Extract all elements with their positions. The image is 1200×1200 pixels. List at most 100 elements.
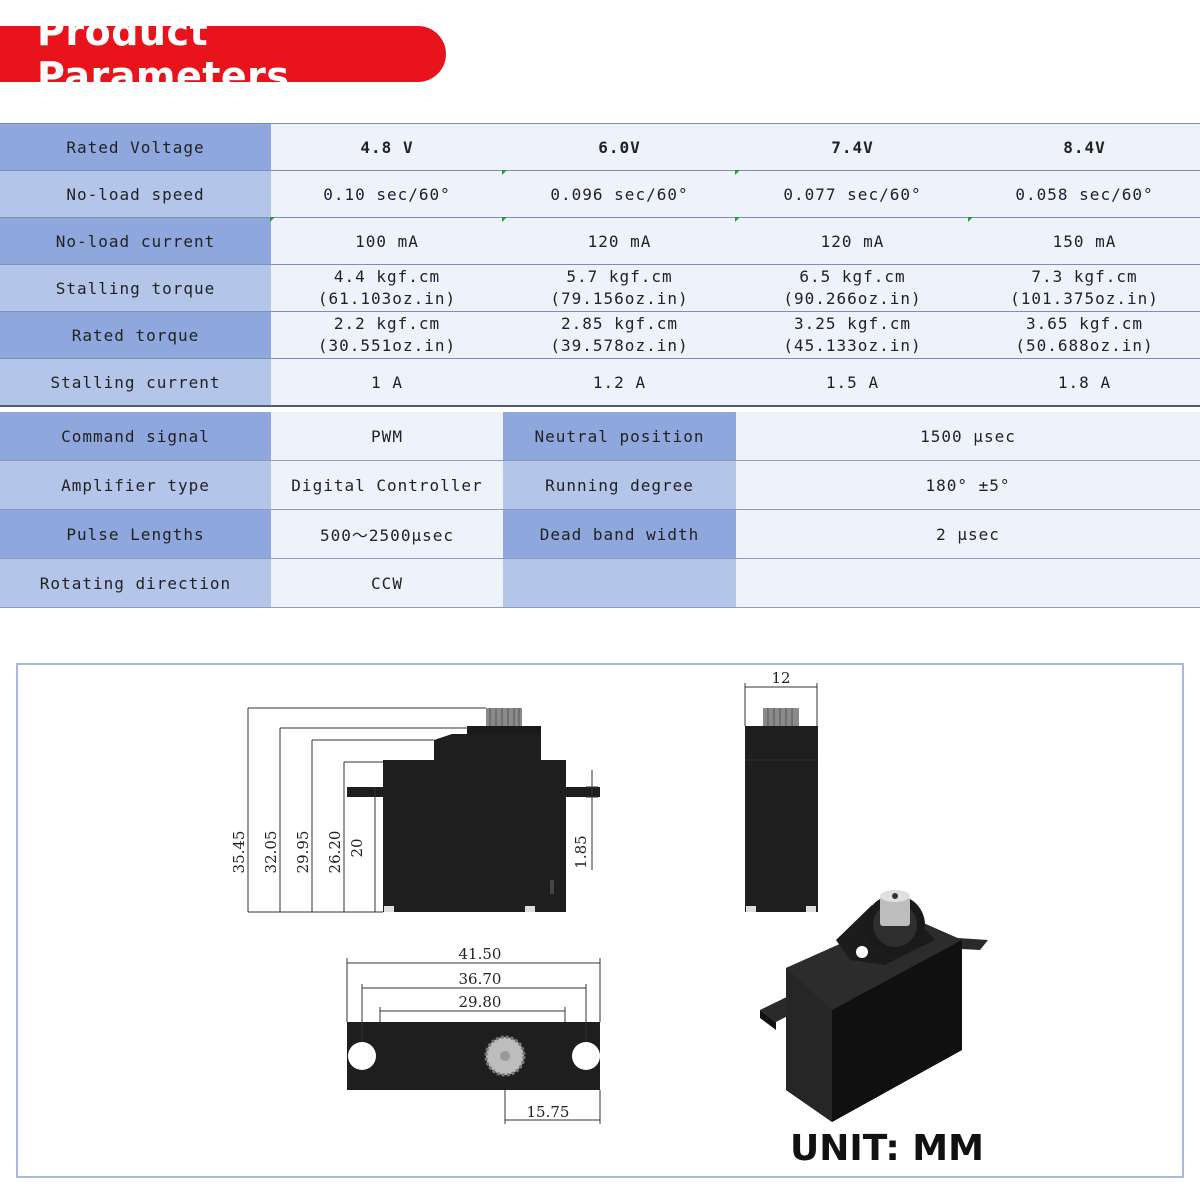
dimension-label: 26.20 [326, 831, 344, 874]
value-cell: 1 A [271, 358, 503, 407]
row-label: No-load speed [0, 170, 271, 218]
cell-marker [502, 217, 507, 222]
value-line: (39.578oz.in) [550, 336, 689, 355]
value-cell: 8.4V [969, 123, 1200, 171]
value-cell: 0.058 sec/60° [969, 170, 1200, 218]
dimension-label: 20 [348, 838, 366, 857]
row-label-secondary [503, 558, 736, 608]
value-line: 2.2 kgf.cm [333, 314, 441, 333]
voltage-table-row: Stalling torque 4.4 kgf.cm (61.103oz.in) 5.… [0, 264, 1200, 312]
value-cell: 3.65 kgf.cm (50.688oz.in) [969, 311, 1200, 359]
row-label: Rotating direction [0, 558, 271, 608]
dimension-label: 29.80 [459, 993, 502, 1011]
value-line: 4.4 kgf.cm [333, 267, 441, 286]
row-label: Pulse Lengths [0, 509, 271, 559]
servo-3d-view [760, 890, 988, 1122]
row-label: Rated Voltage [0, 123, 271, 171]
page-title: Product Parameters [37, 10, 290, 98]
value-cell: 4.4 kgf.cm (61.103oz.in) [271, 264, 503, 312]
value-cell: 150 mA [969, 217, 1200, 265]
dimension-label: 41.50 [459, 945, 502, 963]
value-cell: CCW [271, 558, 503, 608]
dimension-label: 1.85 [572, 835, 590, 868]
dimension-label: 36.70 [459, 970, 502, 988]
value-cell: 0.077 sec/60° [736, 170, 969, 218]
value-line: (90.266oz.in) [783, 289, 922, 308]
cell-marker [502, 170, 507, 175]
value-line: (45.133oz.in) [783, 336, 922, 355]
servo-side-view [347, 708, 600, 912]
value-cell: 7.4V [736, 123, 969, 171]
value-cell: 3.25 kgf.cm (45.133oz.in) [736, 311, 969, 359]
value-cell: 100 mA [271, 217, 503, 265]
value-line: (101.375oz.in) [1010, 289, 1159, 308]
row-label-secondary: Running degree [503, 460, 736, 510]
value-cell: 120 mA [736, 217, 969, 265]
value-cell: Digital Controller [271, 460, 503, 510]
value-cell: 0.10 sec/60° [271, 170, 503, 218]
dimension-drawing-frame [16, 663, 1184, 1178]
value-cell-secondary: 2 μsec [736, 509, 1200, 559]
value-cell: 4.8 V [271, 123, 503, 171]
value-cell: 1.5 A [736, 358, 969, 407]
row-label-secondary: Dead band width [503, 509, 736, 559]
dimension-label: 12 [771, 669, 790, 687]
value-cell: 500～2500μsec [271, 509, 503, 559]
dimension-label: 15.75 [527, 1103, 570, 1121]
row-label: Stalling current [0, 358, 271, 407]
value-cell: 5.7 kgf.cm (79.156oz.in) [503, 264, 736, 312]
value-cell: 1.2 A [503, 358, 736, 407]
value-line: 7.3 kgf.cm [1031, 267, 1138, 286]
value-cell: 2.85 kgf.cm (39.578oz.in) [503, 311, 736, 359]
row-label: Amplifier type [0, 460, 271, 510]
cell-marker [968, 217, 973, 222]
value-cell: PWM [271, 412, 503, 461]
value-line: 3.25 kgf.cm [794, 314, 911, 333]
unit-label: UNIT: MM [790, 1128, 984, 1169]
cell-marker [735, 217, 740, 222]
value-line: 2.85 kgf.cm [561, 314, 678, 333]
value-line: 3.65 kgf.cm [1026, 314, 1143, 333]
value-cell: 6.5 kgf.cm (90.266oz.in) [736, 264, 969, 312]
row-label: Command signal [0, 412, 271, 461]
value-line: (61.103oz.in) [317, 289, 457, 308]
row-label-secondary: Neutral position [503, 412, 736, 461]
value-cell: 2.2 kgf.cm (30.551oz.in) [271, 311, 503, 359]
voltage-table-row: Rated torque 2.2 kgf.cm (30.551oz.in) 2.85 … [0, 311, 1200, 359]
dimension-label: 32.05 [262, 831, 280, 874]
value-line: (79.156oz.in) [550, 289, 689, 308]
row-label: Rated torque [0, 311, 271, 359]
dimension-label: 35.45 [230, 831, 248, 874]
value-line: (30.551oz.in) [317, 336, 457, 355]
row-label: No-load current [0, 217, 271, 265]
servo-top-view [347, 1022, 600, 1090]
value-cell: 0.096 sec/60° [503, 170, 736, 218]
value-line: (50.688oz.in) [1015, 336, 1154, 355]
servo-front-view [745, 708, 818, 912]
cell-marker [270, 217, 275, 222]
value-cell-secondary: 1500 μsec [736, 412, 1200, 461]
value-line: 6.5 kgf.cm [799, 267, 906, 286]
value-cell: 6.0V [503, 123, 736, 171]
value-cell-secondary [736, 558, 1200, 608]
value-cell: 120 mA [503, 217, 736, 265]
cell-marker [735, 170, 740, 175]
value-cell: 1.8 A [969, 358, 1200, 407]
value-cell: 7.3 kgf.cm (101.375oz.in) [969, 264, 1200, 312]
title-banner: Product Parameters [0, 10, 446, 98]
row-label: Stalling torque [0, 264, 271, 312]
value-cell-secondary: 180° ±5° [736, 460, 1200, 510]
value-line: 5.7 kgf.cm [566, 267, 673, 286]
